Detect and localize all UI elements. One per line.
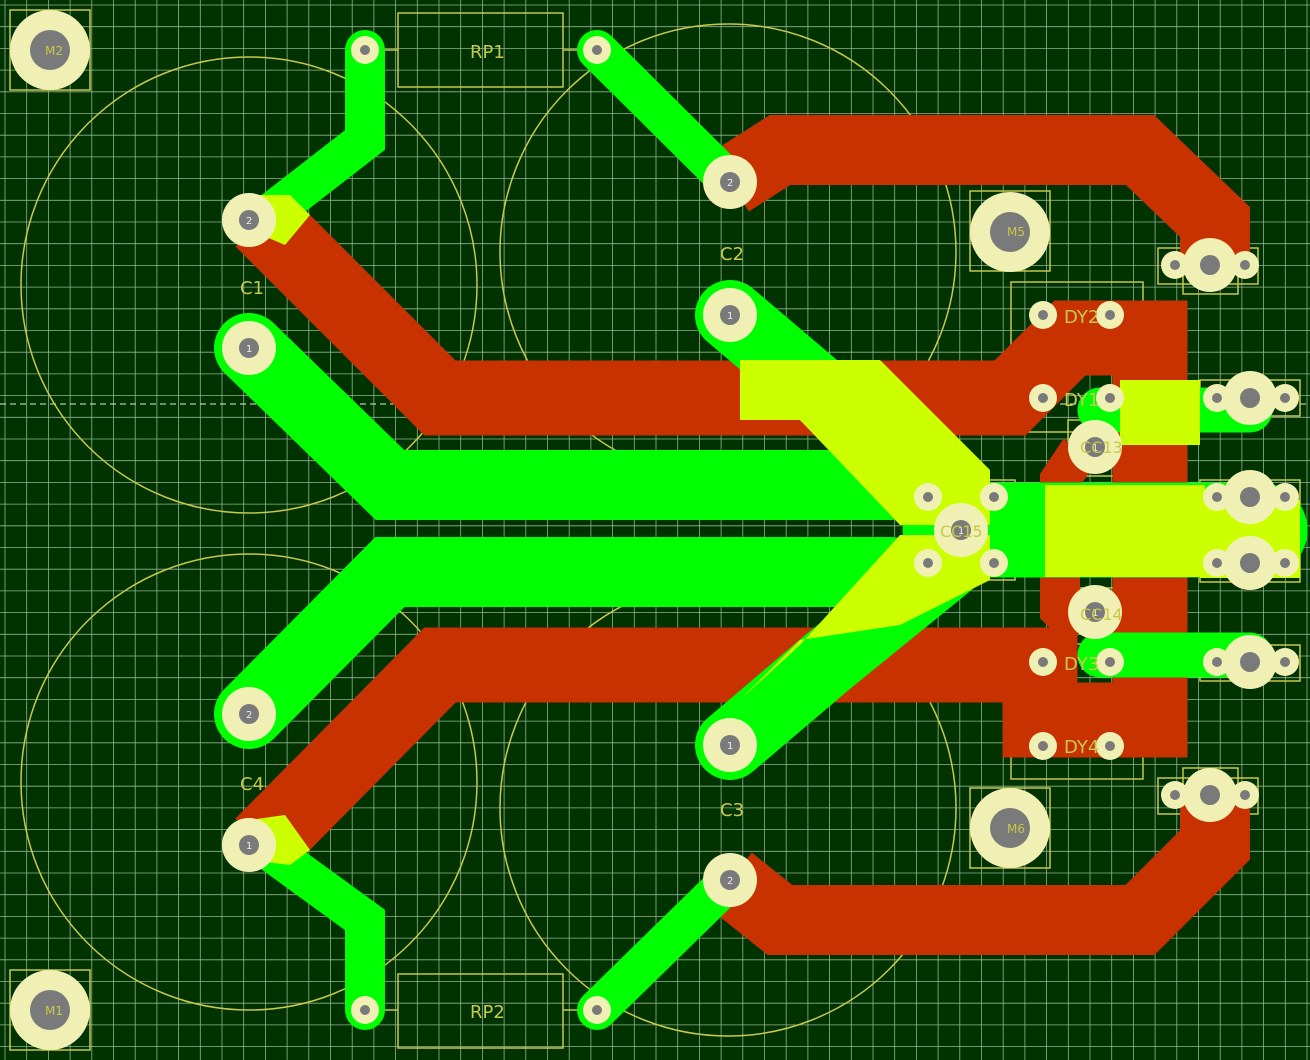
m5-hole-hole — [990, 212, 1030, 252]
conn3-pad-2-hole — [1280, 558, 1290, 568]
c4-outline — [20, 553, 478, 1011]
conn4-pad-2-hole — [1280, 657, 1290, 667]
trace-c1-neg — [235, 193, 1188, 758]
label-dy1: DY1 — [1064, 390, 1099, 411]
conn4-pad-1-hole — [1212, 657, 1222, 667]
m6-hole-hole — [990, 808, 1030, 848]
conn1-pad-2-hole — [1280, 393, 1290, 403]
trace-rp1-c1 — [242, 30, 385, 240]
c1-pad-1-number: 1 — [246, 344, 252, 355]
c2-pad-1-hole — [720, 305, 740, 325]
dy3-pad-2-hole — [1105, 657, 1115, 667]
label-c3: C3 — [720, 800, 744, 821]
c1-pad-2-number: 2 — [246, 216, 252, 227]
cc15-pad-4-hole — [989, 558, 999, 568]
conn1-pad-1-hole — [1212, 393, 1222, 403]
c3-pad-1-hole — [720, 735, 740, 755]
m2-hole-hole — [30, 30, 70, 70]
c2-pad-1-number: 1 — [727, 311, 733, 322]
label-dy3: DY3 — [1064, 654, 1099, 675]
c3-pad-2-hole — [720, 870, 740, 890]
cc13-pad-hole — [1085, 437, 1105, 457]
conn4-pad-c-hole — [1240, 652, 1260, 672]
label-cc13: CC13 — [1080, 438, 1123, 457]
label-dy2: DY2 — [1064, 307, 1099, 328]
c1-pad-1-hole — [239, 338, 259, 358]
pads-layer: 2 1 2 1 1 2 2 1 1 1 1 — [10, 10, 1299, 1050]
label-m5: M5 — [1007, 225, 1025, 239]
rp2-pad-2-hole — [592, 1005, 602, 1015]
dy4-pad-1-hole — [1038, 741, 1048, 751]
rc-top-pad-c-hole — [1200, 255, 1220, 275]
label-c4: C4 — [240, 774, 264, 795]
c2-pad-2-hole — [720, 172, 740, 192]
rp1-pad-1-hole — [360, 45, 370, 55]
rp2-pad-1-hole — [360, 1005, 370, 1015]
rc-top-pad-1-hole — [1170, 260, 1180, 270]
dy3-pad-1-hole — [1038, 657, 1048, 667]
label-rp2: RP2 — [470, 1002, 505, 1023]
dy4-pad-2-hole — [1105, 741, 1115, 751]
label-m2: M2 — [45, 44, 63, 58]
rc-bot-pad-2-hole — [1240, 790, 1250, 800]
label-m6: M6 — [1007, 822, 1025, 836]
c2-pad-2-number: 2 — [727, 178, 733, 189]
cc15-pad-3-hole — [923, 558, 933, 568]
c1-outline — [20, 56, 478, 514]
cc13-pad-number: 1 — [1092, 443, 1098, 454]
conn2-pad-1-hole — [1212, 492, 1222, 502]
trace-c3-bottom — [708, 800, 1250, 955]
c4-pad-2-number: 2 — [246, 710, 252, 721]
dy1-pad-1-hole — [1038, 393, 1048, 403]
conn1-pad-c-hole — [1240, 388, 1260, 408]
cc15-pad-2-hole — [989, 492, 999, 502]
trace-rp2-c4 — [242, 825, 385, 1030]
cc14-pad-number: 1 — [1092, 608, 1098, 619]
cc14-pad-hole — [1085, 602, 1105, 622]
label-c2: C2 — [720, 244, 744, 265]
label-rp1: RP1 — [470, 42, 505, 63]
label-m1: M1 — [45, 1004, 63, 1018]
m1-hole-hole — [30, 990, 70, 1030]
trace-c1-pos — [214, 313, 925, 520]
cc15-pad-c-number: 1 — [958, 526, 964, 537]
c4-pad-2-hole — [239, 704, 259, 724]
label-cc14: CC14 — [1080, 605, 1123, 624]
rp2-outline — [397, 973, 564, 1049]
c3-pad-1-number: 1 — [727, 741, 733, 752]
dy1-pad-2-hole — [1105, 393, 1115, 403]
labels-layer: C1 C2 C3 C4 RP1 RP2 DY2 DY1 DY3 DY4 CC13… — [45, 42, 1123, 1023]
trace-rp1-c2 — [577, 30, 750, 202]
rc-top-pad-2-hole — [1240, 260, 1250, 270]
conn3-pad-1-hole — [1212, 558, 1222, 568]
c3-pad-2-number: 2 — [727, 876, 733, 887]
label-cc15: CC15 — [940, 522, 983, 541]
cc15-pad-1-hole — [923, 492, 933, 502]
dy2-pad-1-hole — [1038, 310, 1048, 320]
label-c1: C1 — [240, 278, 264, 299]
trace-rp2-c3 — [577, 860, 750, 1030]
c4-pad-1-number: 1 — [246, 841, 252, 852]
conn2-pad-c-hole — [1240, 487, 1260, 507]
rc-bot-pad-1-hole — [1170, 790, 1180, 800]
conn3-pad-c-hole — [1240, 553, 1260, 573]
rp1-pad-2-hole — [592, 45, 602, 55]
cc15-pad-c-hole — [951, 520, 971, 540]
conn2-pad-2-hole — [1280, 492, 1290, 502]
c4-pad-1-hole — [239, 835, 259, 855]
dy2-pad-2-hole — [1105, 310, 1115, 320]
trace-c2-top — [711, 115, 1250, 265]
label-dy4: DY4 — [1064, 737, 1099, 758]
trace-c4-pos — [214, 537, 925, 749]
c1-pad-2-hole — [239, 210, 259, 230]
rc-bot-pad-c-hole — [1200, 785, 1220, 805]
